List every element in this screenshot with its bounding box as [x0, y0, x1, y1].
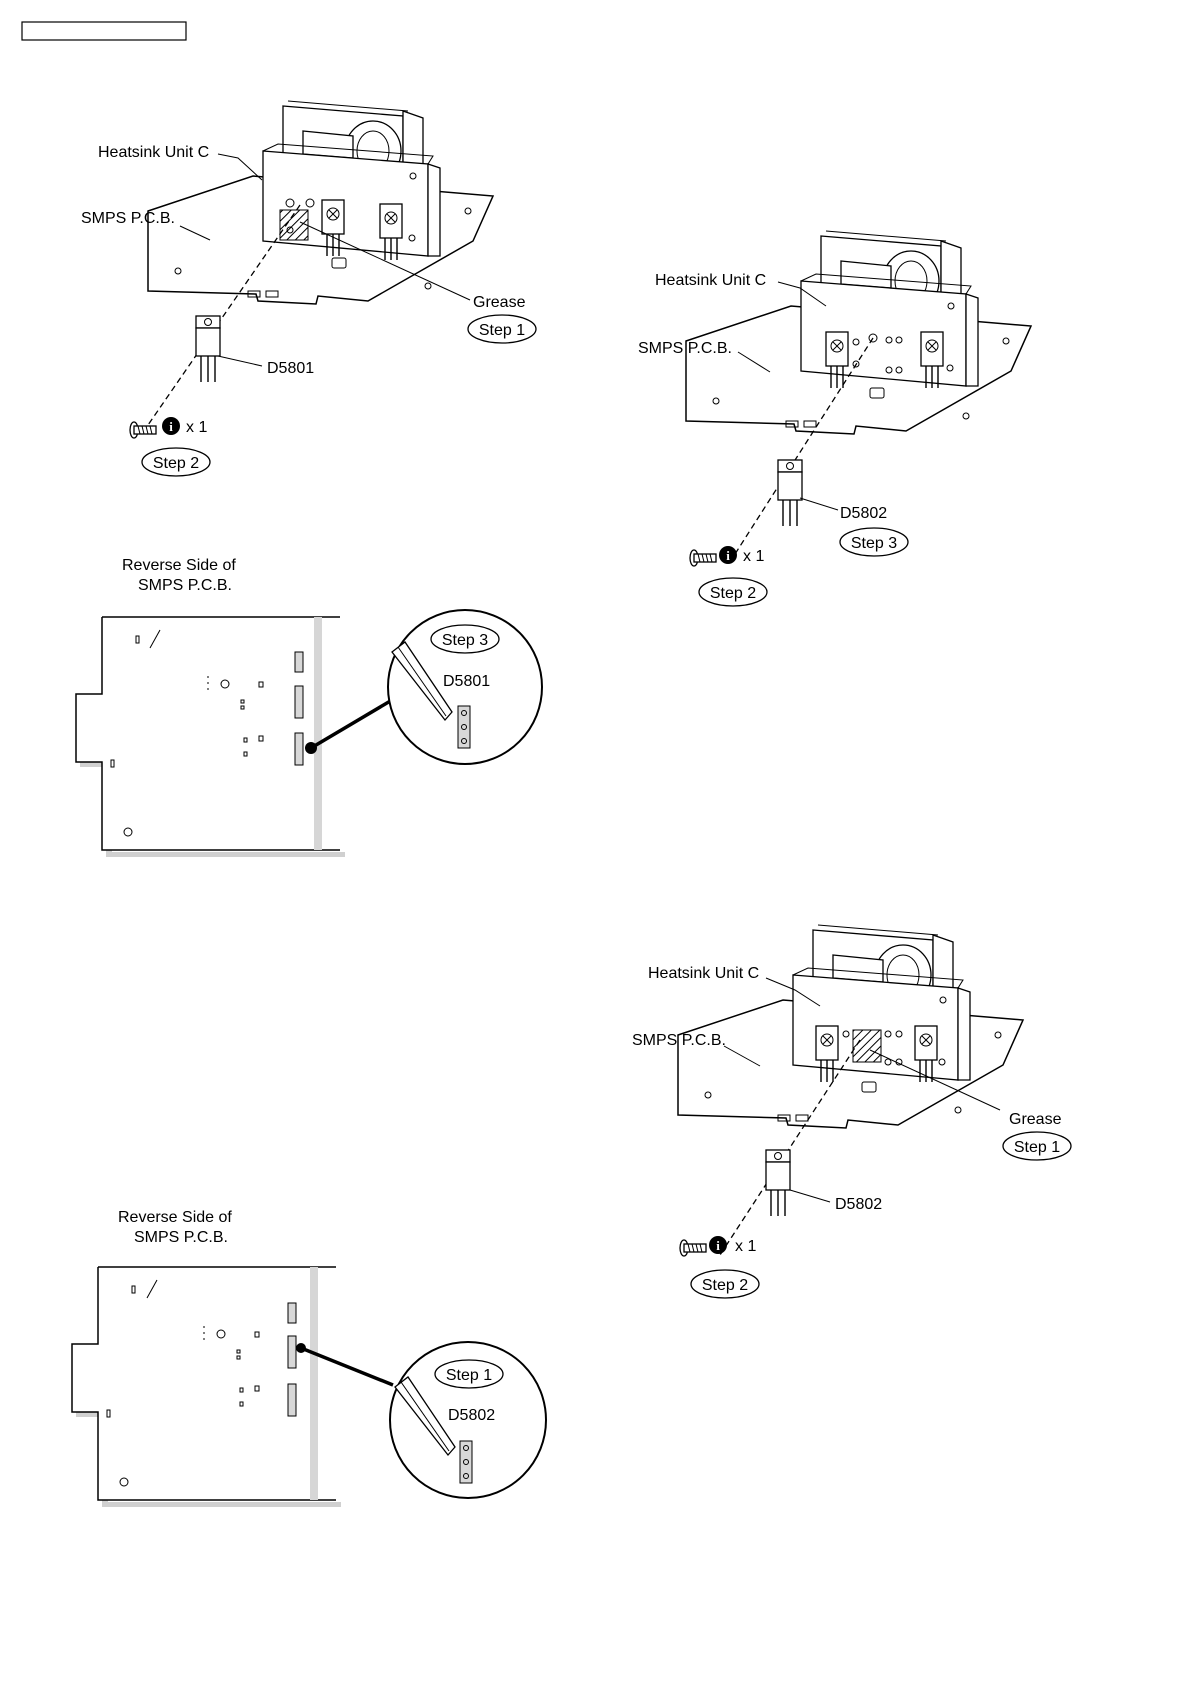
d5802-part-install	[766, 1150, 790, 1216]
p1-step-1-badge: Step 1	[468, 315, 536, 343]
p1-step-1-text: Step 1	[479, 322, 525, 339]
p2-screw-count: x 1	[743, 548, 764, 565]
p4-part-label: D5802	[835, 1196, 882, 1213]
screw-icon-4	[680, 1240, 706, 1256]
p4-step-1-badge: Step 1	[1003, 1132, 1071, 1160]
screw-icon	[130, 422, 156, 438]
p4-pcb-label: SMPS P.C.B.	[632, 1032, 726, 1049]
p3-step-3-badge: Step 3	[431, 625, 499, 653]
p5-part-label: D5802	[448, 1407, 495, 1424]
p2-part-label: D5802	[840, 505, 887, 522]
p5-title-line2: SMPS P.C.B.	[134, 1229, 228, 1246]
p1-screw-count: x 1	[186, 419, 207, 436]
p2-step-2-badge: Step 2	[699, 578, 767, 606]
solder-pad-b	[295, 686, 303, 718]
p4-step-1-text: Step 1	[1014, 1139, 1060, 1156]
solder-pad-d5802	[288, 1336, 296, 1368]
p2-step-2-text: Step 2	[710, 585, 756, 602]
p4-grease-label: Grease	[1009, 1111, 1062, 1128]
solder-pad-d5801	[295, 733, 303, 765]
solder-pad-c	[288, 1303, 296, 1323]
p4-screw-count: x 1	[735, 1238, 756, 1255]
solder-pad-e	[288, 1384, 296, 1416]
info-icon-2: i	[719, 546, 737, 564]
p1-grease-label: Grease	[473, 294, 526, 311]
p3-title-line2: SMPS P.C.B.	[138, 577, 232, 594]
p4-step-2-badge: Step 2	[691, 1270, 759, 1298]
info-icon: i	[162, 417, 180, 435]
d5801-part	[196, 316, 220, 382]
d5802-part	[778, 460, 802, 526]
header-box	[22, 22, 186, 40]
p3-title-line1: Reverse Side of	[122, 557, 236, 574]
p1-step-2-badge: Step 2	[142, 448, 210, 476]
screw-icon-2	[690, 550, 716, 566]
p4-heatsink-label: Heatsink Unit C	[648, 965, 759, 982]
p4-step-2-text: Step 2	[702, 1277, 748, 1294]
p5-step-1-text: Step 1	[446, 1367, 492, 1384]
info-icon-4: i	[709, 1236, 727, 1254]
p2-step-3-text: Step 3	[851, 535, 897, 552]
p1-part-label: D5801	[267, 360, 314, 377]
p1-step-2-text: Step 2	[153, 455, 199, 472]
solder-pad-a	[295, 652, 303, 672]
svg-text:i: i	[716, 1238, 720, 1253]
p3-step-3-text: Step 3	[442, 632, 488, 649]
svg-text:i: i	[726, 548, 730, 563]
svg-text:i: i	[169, 419, 173, 434]
hatched-grease-area-2	[853, 1030, 881, 1062]
p5-title-line1: Reverse Side of	[118, 1209, 232, 1226]
p1-pcb-label: SMPS P.C.B.	[81, 210, 175, 227]
p2-heatsink-label: Heatsink Unit C	[655, 272, 766, 289]
p1-heatsink-label: Heatsink Unit C	[98, 144, 209, 161]
p2-step-3-badge: Step 3	[840, 528, 908, 556]
p5-step-1-badge: Step 1	[435, 1360, 503, 1388]
p2-pcb-label: SMPS P.C.B.	[638, 340, 732, 357]
p3-part-label: D5801	[443, 673, 490, 690]
